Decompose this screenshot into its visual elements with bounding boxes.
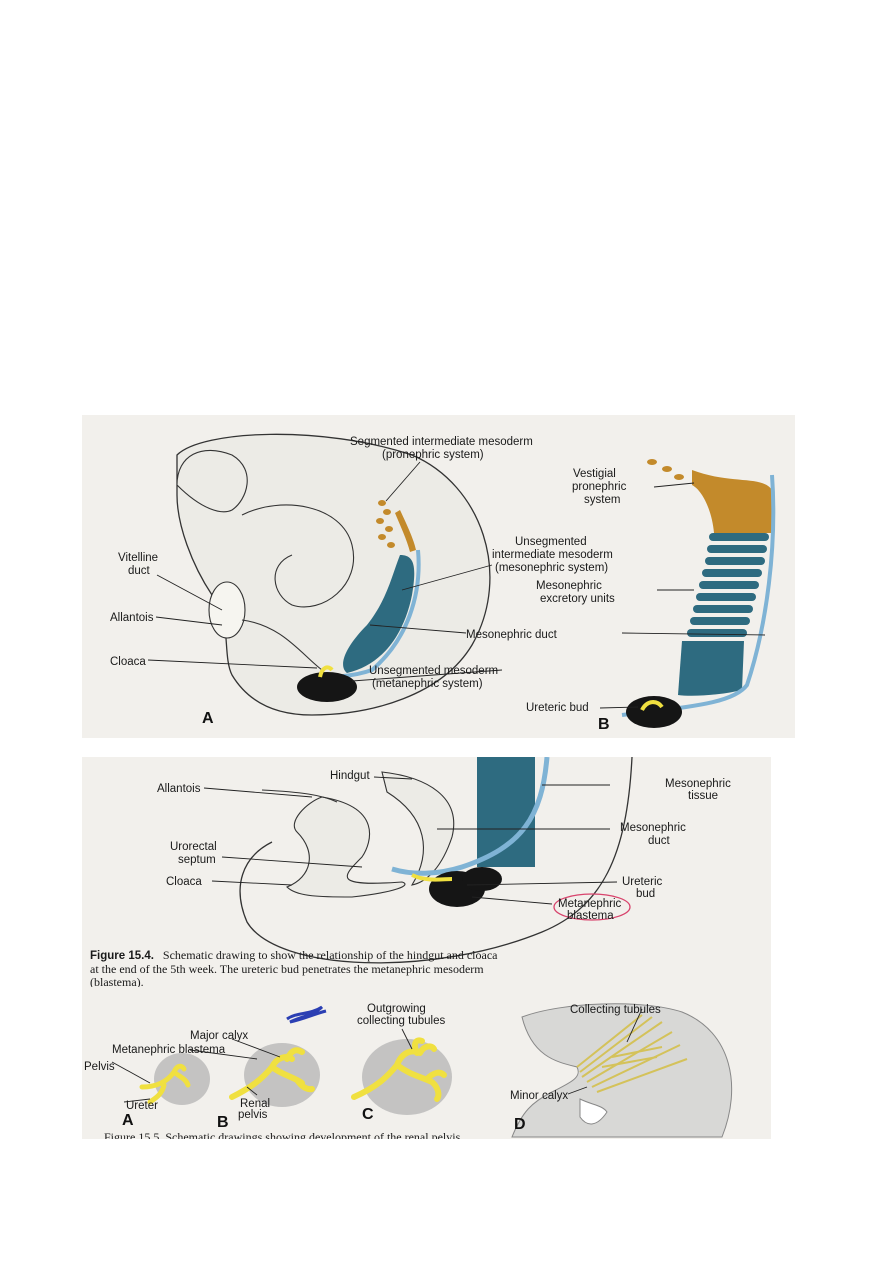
label-hindgut: Hindgut bbox=[330, 770, 370, 782]
urorectal-septum-shape bbox=[286, 796, 406, 898]
kidney-c bbox=[362, 1039, 452, 1115]
label-pelvis: Pelvis bbox=[84, 1061, 115, 1073]
figure-15-5-panel: Major calyx Metanephric blastema Pelvis … bbox=[82, 987, 771, 1139]
kidney-d bbox=[511, 1003, 733, 1138]
cloaca-outline bbox=[239, 757, 633, 964]
label-metanephric-1: Metanephric bbox=[558, 898, 622, 910]
label-metanephric-2: blastema bbox=[567, 910, 614, 922]
allantois-shape bbox=[241, 619, 323, 671]
label-panel-b: B bbox=[598, 716, 610, 733]
label-outgrowing-1: Outgrowing bbox=[367, 1003, 426, 1015]
label-allantois-a: Allantois bbox=[110, 612, 154, 624]
pronephric-segments bbox=[376, 500, 416, 552]
leader-lines-2 bbox=[203, 776, 618, 905]
caption-line-3: (blastema). bbox=[90, 975, 144, 988]
label-fig3-panel-b: B bbox=[217, 1114, 229, 1131]
kidney-c-pelvis bbox=[351, 1037, 447, 1102]
label-panel-a: A bbox=[202, 710, 214, 727]
ureteric-bud-a bbox=[318, 665, 334, 678]
figure-15-4-panel: Hindgut Allantois Mesonephric tissue Uro… bbox=[82, 757, 771, 987]
label-fig3-panel-a: A bbox=[122, 1112, 134, 1129]
label-mesonephric-duct-1: Mesonephric bbox=[620, 822, 686, 834]
label-ureteric-bud-b: Ureteric bud bbox=[526, 702, 589, 714]
label-major-calyx: Major calyx bbox=[190, 1030, 248, 1042]
label-ureteric-1: Ureteric bbox=[622, 876, 663, 888]
label-fig3-panel-c: C bbox=[362, 1106, 374, 1123]
label-mesonephric-tissue-1: Mesonephric bbox=[665, 778, 731, 790]
caption-line-1: Schematic drawing to show the relationsh… bbox=[162, 948, 498, 962]
label-unseg-meso-1: Unsegmented mesoderm bbox=[369, 665, 498, 677]
label-urorectal-2: septum bbox=[178, 854, 216, 866]
allantois-tube bbox=[261, 789, 338, 803]
kidney-b-pelvis bbox=[229, 1047, 315, 1100]
vitelline-duct-shape bbox=[208, 581, 246, 639]
label-allantois-c: Allantois bbox=[157, 783, 201, 795]
ureteric-bud-c bbox=[411, 873, 453, 882]
metanephric-blastema-a bbox=[297, 672, 357, 702]
label-vestigial-2: pronephric bbox=[572, 481, 627, 493]
figure-15-4-caption: Figure 15.4. Schematic drawing to show t… bbox=[90, 948, 766, 988]
caption-partial-text: Figure 15.5. Schematic drawings showing … bbox=[104, 1131, 461, 1139]
ureteric-bud-b bbox=[640, 700, 664, 712]
label-vitelline-1: Vitelline bbox=[118, 552, 158, 564]
panel-b-excretory-units bbox=[678, 533, 769, 696]
leader-lines bbox=[147, 461, 766, 709]
label-urorectal-1: Urorectal bbox=[170, 841, 217, 853]
kidney-development-diagram: Major calyx Metanephric blastema Pelvis … bbox=[84, 1003, 733, 1138]
metanephric-blastema-b bbox=[626, 696, 682, 728]
label-metanephric-blastema: Metanephric blastema bbox=[112, 1044, 226, 1056]
label-renal-1: Renal bbox=[240, 1098, 270, 1110]
label-ureteric-2: bud bbox=[636, 888, 655, 900]
label-cloaca-c: Cloaca bbox=[166, 876, 202, 888]
label-vestigial-3: system bbox=[584, 494, 620, 506]
embryo-head bbox=[176, 449, 248, 513]
caption-line-2: at the end of the 5th week. The ureteric… bbox=[90, 962, 484, 976]
label-segmented-1: Segmented intermediate mesoderm bbox=[350, 436, 533, 448]
label-ureter: Ureter bbox=[126, 1100, 158, 1112]
minor-calyx-shape bbox=[579, 1098, 608, 1125]
label-mesonephric-tissue-2: tissue bbox=[688, 790, 718, 802]
label-vestigial-1: Vestigial bbox=[573, 468, 616, 480]
annotation-circle bbox=[553, 893, 631, 921]
metanephric-blastema-c2 bbox=[462, 867, 502, 891]
hindgut-diagram: Hindgut Allantois Mesonephric tissue Uro… bbox=[157, 757, 731, 964]
collecting-tubules-d bbox=[576, 1014, 688, 1093]
label-vitelline-2: duct bbox=[128, 565, 151, 577]
caption-label: Figure 15.4. bbox=[90, 950, 154, 962]
figure-15-3-panel: Segmented intermediate mesoderm (proneph… bbox=[82, 415, 795, 738]
leader-lines-3 bbox=[111, 1008, 643, 1103]
figure-15-5-caption-partial: Figure 15.5. Schematic drawings showing … bbox=[104, 1131, 764, 1139]
label-unseg-int-3: (mesonephric system) bbox=[495, 562, 608, 574]
label-renal-2: pelvis bbox=[238, 1109, 268, 1121]
label-mesonephric-duct-2: duct bbox=[648, 835, 671, 847]
pen-scribble bbox=[286, 1005, 327, 1024]
label-excretory-2: excretory units bbox=[540, 593, 615, 605]
panel-b-pronephric bbox=[647, 459, 772, 533]
embryo-diagram: Segmented intermediate mesoderm (proneph… bbox=[110, 433, 776, 733]
label-unseg-int-2: intermediate mesoderm bbox=[492, 549, 613, 561]
label-segmented-2: (pronephric system) bbox=[382, 449, 484, 461]
gut-loop bbox=[241, 504, 355, 608]
mesonephric-duct-c bbox=[391, 757, 550, 876]
label-unseg-meso-2: (metanephric system) bbox=[372, 678, 483, 690]
mesonephric-tissue-block bbox=[477, 757, 535, 867]
label-mesonephric-duct: Mesonephric duct bbox=[466, 629, 558, 641]
label-collecting-tubules: Collecting tubules bbox=[570, 1004, 661, 1016]
unsegmented-intermediate-mesoderm bbox=[343, 555, 415, 673]
kidney-a-pelvis bbox=[139, 1063, 191, 1105]
label-outgrowing-2: collecting tubules bbox=[357, 1015, 445, 1027]
label-fig3-panel-d: D bbox=[514, 1116, 526, 1133]
label-unseg-int-1: Unsegmented bbox=[515, 536, 587, 548]
label-excretory-1: Mesonephric bbox=[536, 580, 602, 592]
label-minor-calyx: Minor calyx bbox=[510, 1090, 568, 1102]
label-cloaca-a: Cloaca bbox=[110, 656, 146, 668]
